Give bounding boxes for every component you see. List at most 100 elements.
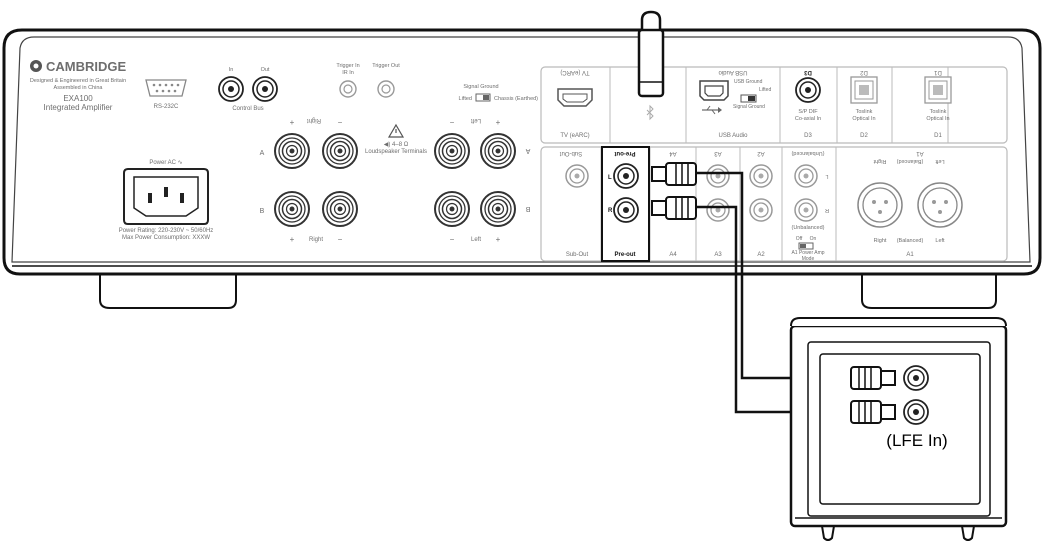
- usb-ground-label: USB Ground: [734, 79, 763, 85]
- speaker-a-left-minus: −: [450, 118, 455, 127]
- speaker-terminal-b-left-plus: [480, 191, 516, 227]
- d3-desc-1: S/P DIF: [798, 109, 818, 115]
- xlr-right-top-label: Right: [873, 158, 886, 164]
- balanced-top-label: (Balanced): [897, 158, 924, 164]
- amplifier-foot-right: [861, 270, 997, 309]
- pre-out-r-socket: [613, 197, 639, 223]
- speaker-terminal-b-left-minus: [434, 191, 470, 227]
- rs232-port: [145, 79, 187, 97]
- pre-out-l-label: L: [608, 175, 612, 181]
- a3-top-label: A3: [714, 150, 722, 156]
- bluetooth-icon: [646, 104, 654, 121]
- unbalanced-top-label: (Unbalanced): [791, 150, 824, 156]
- ir-in-label: IR In: [342, 70, 354, 76]
- usb-audio-label: USB Audio: [718, 133, 748, 139]
- a1-unbalanced-l-socket: [794, 164, 818, 188]
- signal-ground-title: Signal Ground: [463, 84, 498, 90]
- trigger-in-socket: [339, 80, 357, 98]
- bluetooth-antenna: [637, 10, 665, 98]
- speaker-terminal-b-right-minus: [322, 191, 358, 227]
- control-bus-in-socket: [218, 76, 244, 102]
- rca-plug-amp-left: [651, 162, 697, 186]
- d1-label: D1: [934, 133, 942, 139]
- d2-desc-2: Optical In: [852, 116, 875, 122]
- control-bus-out-socket: [252, 76, 278, 102]
- speaker-terminals: + Right − − Left + A A B B ◀) 4–8 Ω Loud…: [260, 117, 531, 244]
- xlr-right-label: Right: [874, 238, 887, 244]
- power-inlet: [123, 168, 209, 225]
- sub-out-top-label: Sub-Out: [560, 150, 583, 156]
- power-amp-mode-switch: [798, 242, 814, 250]
- rca-plug-sub-1: [850, 366, 896, 390]
- brand-name: CAMBRIDGE: [46, 59, 126, 74]
- signal-ground-lifted-label: Lifted: [459, 96, 472, 102]
- digital-inputs-section: TV (eARC) TV (eARC) USB Audio: [540, 66, 1008, 144]
- speaker-row-a-label-right: A: [525, 147, 530, 154]
- balanced-label: (Balanced): [897, 238, 924, 244]
- speaker-b-right-plus-label: +: [290, 235, 295, 244]
- a3-label: A3: [714, 252, 722, 258]
- signal-ground-switch: [475, 93, 491, 102]
- brand-tagline-2: Assembled in China: [54, 85, 104, 91]
- speaker-terminal-a-right-minus: [322, 133, 358, 169]
- tv-earc-top-label: TV (eARC): [560, 69, 589, 75]
- speaker-row-b-label-left: B: [260, 208, 265, 215]
- d1-top-label: D1: [934, 69, 942, 75]
- a4-top-label: A4: [669, 150, 677, 156]
- brand-tagline-1: Designed & Engineered in Great Britain: [30, 78, 126, 84]
- speaker-impedance-label: ◀) 4–8 Ω: [384, 142, 409, 148]
- control-bus-out-label: Out: [261, 67, 270, 73]
- a2-r-socket: [749, 198, 773, 222]
- d3-top-label: D3: [804, 69, 812, 75]
- speaker-left-label: Left: [471, 237, 481, 243]
- pre-out-highlight: [601, 146, 650, 262]
- a1-unbalanced-l-label: L: [825, 173, 828, 179]
- a3-l-socket: [706, 164, 730, 188]
- speaker-right-mirrored-label: Right: [307, 117, 321, 123]
- power-rating-label: Power Rating: 220-230V ~ 50/60Hz: [119, 228, 214, 234]
- speaker-left-mirrored-label: Left: [471, 117, 481, 123]
- usb-b-port: [699, 80, 729, 101]
- amplifier: CAMBRIDGE Designed & Engineered in Great…: [2, 10, 1042, 309]
- pre-out-label: Pre-out: [615, 252, 636, 258]
- brand-logo: [30, 60, 42, 72]
- lfe-in-label: (LFE In): [886, 431, 947, 450]
- power-consumption-label: Max Power Consumption: XXXW: [122, 235, 210, 241]
- a1-unbalanced-r-socket: [794, 198, 818, 222]
- a1-top-label: A1: [916, 150, 924, 156]
- control-bus-in-label: In: [229, 67, 234, 73]
- tv-earc-label: TV (eARC): [560, 133, 589, 139]
- d1-desc-1: Toslink: [930, 109, 947, 115]
- analog-inputs-section: Sub-Out Sub-Out Pre-out L R Pre-out A4 A…: [540, 146, 1008, 262]
- warning-icon: [387, 123, 405, 138]
- a1-xlr-right-socket: [857, 182, 903, 228]
- rca-plug-sub-2: [850, 400, 896, 424]
- unbalanced-label: (Unbalanced): [791, 225, 824, 231]
- subwoofer: (LFE In): [789, 317, 1008, 541]
- usb-lifted-label: Lifted: [759, 87, 771, 93]
- speaker-row-b-label-right: B: [525, 205, 530, 212]
- usb-audio-top-label: USB Audio: [718, 69, 748, 75]
- model-name: EXA100: [63, 94, 93, 103]
- a1-label: A1: [906, 252, 914, 258]
- a4-label: A4: [669, 252, 677, 258]
- speaker-terminal-a-left-plus: [480, 133, 516, 169]
- a3-r-socket: [706, 198, 730, 222]
- a1-xlr-left-socket: [917, 182, 963, 228]
- a1-unbalanced-r-label: R: [825, 207, 829, 213]
- signal-ground-chassis-label: Chassis (Earthed): [494, 96, 538, 102]
- rca-plug-amp-right: [651, 196, 697, 220]
- trigger-in-label: Trigger In: [336, 63, 359, 69]
- d2-desc-1: Toslink: [856, 109, 873, 115]
- subwoofer-lfe-socket-2: [903, 399, 929, 425]
- speaker-a-right-plus: +: [290, 118, 295, 127]
- subwoofer-lfe-socket-1: [903, 365, 929, 391]
- power-amp-on-label: On: [810, 236, 817, 242]
- d1-optical-socket: [924, 76, 952, 104]
- loudspeaker-terminals-label: Loudspeaker Terminals: [365, 149, 427, 155]
- speaker-b-left-minus-label: −: [450, 235, 455, 244]
- d2-top-label: D2: [860, 69, 868, 75]
- d3-desc-2: Co-axial In: [795, 116, 821, 122]
- xlr-left-top-label: Left: [935, 158, 945, 164]
